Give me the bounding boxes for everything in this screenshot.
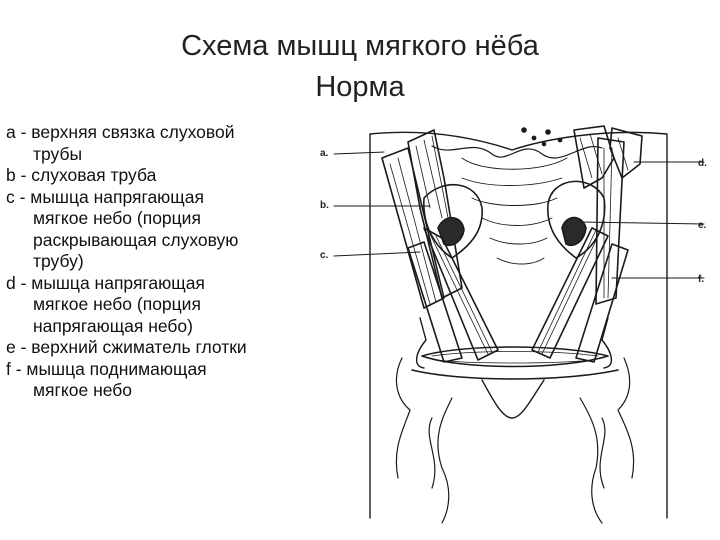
legend-list: a - верхняя связка слуховой трубы b - сл… <box>6 122 311 402</box>
legend-item-continuation: трубы <box>33 143 83 164</box>
right-oblique-muscles <box>531 227 629 363</box>
legend-item-b: b - слуховая труба <box>6 165 311 187</box>
legend-item-text: a - верхняя связка слуховой <box>6 122 235 142</box>
legend-item-continuation: мягкое небо <box>33 380 133 400</box>
anatomy-drawing: a. b. c. d. e. f. <box>320 125 707 524</box>
auditory-tube-left <box>423 184 483 259</box>
title-line-1: Схема мышц мягкого нёба <box>181 30 539 62</box>
legend-item-text: f - мышца поднимающая <box>6 358 207 379</box>
legend-item-continuation: трубу) <box>33 251 84 271</box>
label-a: a. <box>320 148 329 159</box>
lower-structures <box>395 357 635 524</box>
legend-item-text: b - слуховая труба <box>6 165 157 185</box>
legend-item-continuation: напрягающая небо) <box>33 315 193 336</box>
legend-item-text: c - мышца напрягающая <box>6 186 204 207</box>
soft-palate-muscle-diagram: a. b. c. d. e. f. <box>312 118 714 540</box>
soft-palate-band <box>411 346 619 380</box>
label-c: c. <box>320 250 329 261</box>
skull-base <box>431 145 603 159</box>
legend-item-continuation: раскрывающая слуховую <box>33 229 239 250</box>
left-hamulus <box>416 317 427 369</box>
leader-lines <box>333 151 705 279</box>
title-line-2: Норма <box>315 71 405 103</box>
legend-item-d: d - мышца напрягающая мягкое небо (порци… <box>6 273 311 338</box>
label-e: e. <box>698 220 707 231</box>
legend-item-text: e - верхний сжиматель глотки <box>6 337 247 357</box>
legend-item-continuation: мягкое небо (порция <box>33 208 201 228</box>
legend-item-continuation: мягкое небо (порция <box>33 294 201 314</box>
legend-item-c: c - мышца напрягающая мягкое небо (порци… <box>6 187 311 273</box>
label-f: f. <box>698 274 704 285</box>
left-oblique-muscles <box>407 227 499 363</box>
pharynx-outline <box>369 131 668 519</box>
uvula <box>481 379 545 419</box>
central-striations <box>461 157 568 265</box>
right-hamulus <box>601 317 612 369</box>
slide-title: Схема мышц мягкого нёба Норма <box>120 26 600 108</box>
right-muscle-columns <box>573 125 643 305</box>
legend-item-a: a - верхняя связка слуховой трубы <box>6 122 311 165</box>
legend-item-e: e - верхний сжиматель глотки <box>6 337 311 359</box>
legend-item-f: f - мышца поднимающая мягкое небо <box>6 359 311 402</box>
label-d: d. <box>698 158 707 169</box>
legend-item-text: d - мышца напрягающая <box>6 272 205 293</box>
label-b: b. <box>320 200 329 211</box>
